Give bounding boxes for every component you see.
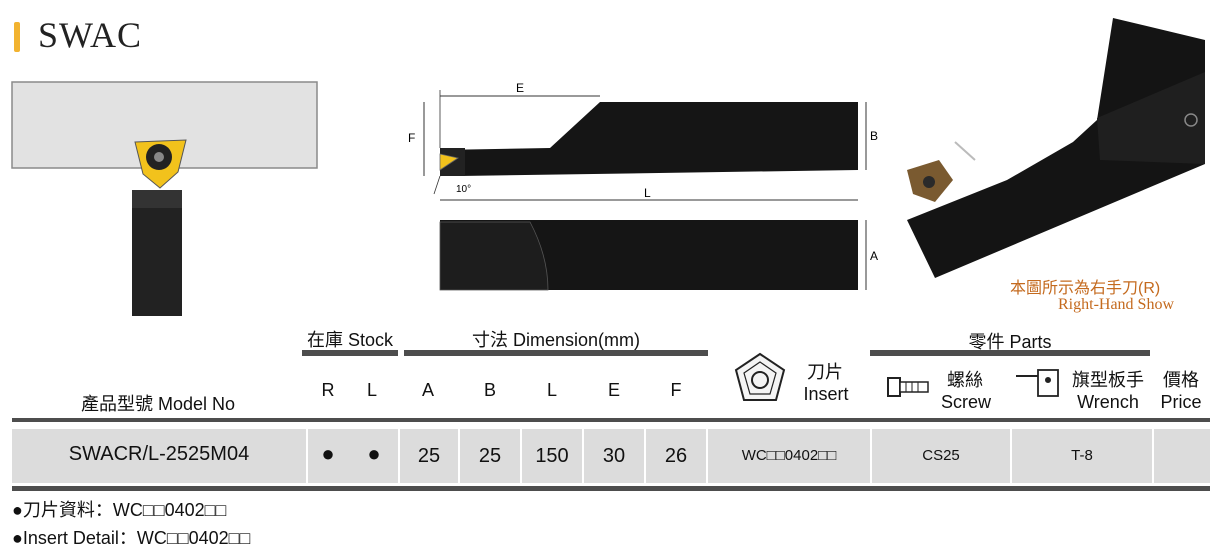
footer-insert-detail-zh: ●刀片資料：WC□□0402□□ bbox=[12, 500, 227, 520]
dim-col-L: L bbox=[546, 380, 557, 400]
dim-col-B: B bbox=[483, 380, 496, 400]
parts-header: 零件 Parts bbox=[968, 332, 1052, 352]
table-bottom-rule bbox=[12, 486, 1210, 491]
dim-E-label: E bbox=[516, 81, 524, 95]
dim-col-E: E bbox=[607, 380, 620, 400]
stock-header: 在庫 Stock bbox=[306, 330, 394, 350]
stock-R-cell: ● bbox=[321, 441, 335, 466]
screw-cell: CS25 bbox=[922, 447, 960, 464]
insert-icon bbox=[439, 153, 460, 171]
angle-label: 10° bbox=[456, 184, 471, 195]
stock-col-L: L bbox=[366, 380, 377, 400]
wrench-icon bbox=[1016, 369, 1059, 397]
price-header-en: Price bbox=[1160, 392, 1202, 412]
insert-header-en: Insert bbox=[803, 384, 849, 404]
price-header-zh: 價格 bbox=[1163, 370, 1199, 390]
wrench-cell: T-8 bbox=[1071, 447, 1093, 464]
insert-header-zh: 刀片 bbox=[807, 362, 843, 382]
dim-A-label: A bbox=[870, 249, 878, 263]
screw-header-zh: 螺絲 bbox=[947, 370, 983, 390]
stock-col-R: R bbox=[321, 380, 335, 400]
screw-header-en: Screw bbox=[940, 392, 991, 412]
page-title: SWAC bbox=[38, 15, 143, 55]
dim-L-cell: 150 bbox=[535, 445, 569, 467]
dim-col-F: F bbox=[670, 380, 682, 400]
parts-header-underline bbox=[870, 350, 1150, 356]
wrench-header-en: Wrench bbox=[1077, 392, 1139, 412]
dim-B-label: B bbox=[870, 129, 878, 143]
title-accent-bar bbox=[14, 22, 20, 52]
insert-icon bbox=[734, 352, 786, 401]
screw-icon bbox=[887, 377, 929, 397]
dim-B-cell: 25 bbox=[478, 445, 502, 467]
dim-F-label: F bbox=[408, 131, 415, 145]
model-cell: SWACR/L-2525M04 bbox=[68, 443, 250, 465]
stock-L-cell: ● bbox=[367, 441, 381, 466]
footer-insert-detail-en: ●Insert Detail：WC□□0402□□ bbox=[12, 528, 251, 548]
technical-drawing: E F B L 10° A bbox=[408, 81, 878, 291]
photo-note-chinese: 本圖所示為右手刀(R) bbox=[1010, 280, 1161, 297]
insert-cell: WC□□0402□□ bbox=[741, 447, 837, 464]
stock-header-underline bbox=[302, 350, 398, 356]
photo-note-english: Right-Hand Show bbox=[1058, 296, 1174, 313]
model-header: 產品型號 Model No bbox=[80, 394, 236, 414]
insert-icon bbox=[134, 139, 187, 189]
product-photo bbox=[907, 18, 1205, 278]
dim-E-cell: 30 bbox=[602, 445, 626, 467]
wrench-header-zh: 旗型板手 bbox=[1072, 370, 1144, 390]
dim-L-label: L bbox=[644, 186, 651, 200]
table-top-rule bbox=[12, 418, 1210, 422]
dim-A-cell: 25 bbox=[417, 445, 441, 467]
dimension-header-underline bbox=[404, 350, 708, 356]
dim-col-A: A bbox=[421, 380, 434, 400]
dim-F-cell: 26 bbox=[664, 445, 688, 467]
application-illustration bbox=[11, 81, 318, 316]
dimension-header: 寸法 Dimension(mm) bbox=[471, 330, 640, 350]
